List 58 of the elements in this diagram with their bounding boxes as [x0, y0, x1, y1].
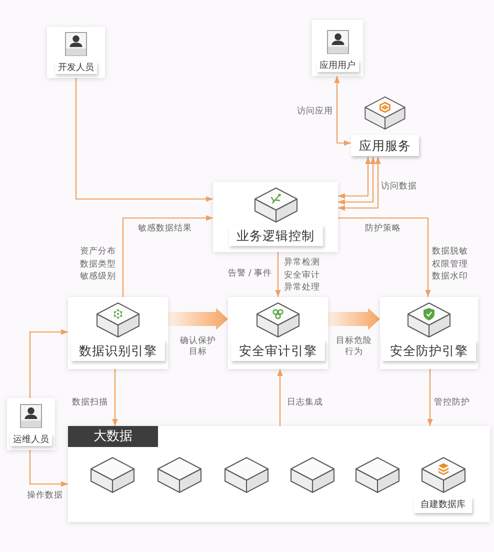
cube-icon: [354, 455, 400, 495]
node-card: [213, 182, 338, 252]
edge-label: 防护策略: [364, 224, 402, 234]
arrow: [427, 369, 433, 426]
cube-icon: [90, 455, 134, 495]
edge-label: 操作数据: [26, 490, 64, 502]
block-arrow: [168, 308, 228, 330]
person-label: 应用用户: [316, 60, 358, 72]
cube-icon: [290, 455, 334, 495]
person-card: [7, 398, 55, 450]
node-card: [380, 297, 478, 369]
edge-label: 目标危险行为: [335, 336, 373, 358]
annotation-text: 数据类型: [79, 260, 117, 270]
block-arrow: [328, 308, 380, 330]
title-label: 数据识别引擎: [71, 340, 165, 361]
person-card: [312, 20, 363, 76]
annotation-text: 敏感级别: [79, 272, 117, 282]
group-panel: [68, 426, 490, 522]
annotation-text: 权限管理: [431, 260, 469, 270]
edge-label: 日志集成: [286, 398, 324, 408]
edge-label: 访问应用: [296, 106, 334, 118]
annotation-text: 异常检测: [283, 258, 321, 268]
arrow: [122, 215, 213, 297]
edge-label: 确认保护目标: [179, 336, 217, 358]
annotation-text: 数据脱敏: [431, 246, 469, 258]
annotation-text: 异常处理: [283, 282, 321, 294]
person-label: 开发人员: [55, 62, 97, 74]
node-card: [68, 297, 168, 369]
edge-label: 数据扫描: [71, 398, 109, 408]
arrow: [338, 217, 431, 297]
db-label: 自建数据库: [414, 497, 472, 513]
person-label: 运维人员: [10, 434, 52, 446]
annotation-text: 数据水印: [431, 272, 469, 282]
arrow: [29, 450, 68, 487]
title-label: 应用服务: [351, 135, 419, 156]
title-label: 业务逻辑控制: [228, 225, 322, 246]
arrow: [277, 369, 283, 426]
person-card: [47, 27, 105, 78]
cube-icon: [224, 455, 268, 495]
annotation-text: 安全审计: [283, 270, 321, 282]
arrow: [338, 157, 376, 205]
edge-label: 敏感数据结果: [137, 224, 193, 234]
edge-label: 告警 / 事件: [226, 268, 274, 280]
panel-header: 大数据: [68, 426, 158, 447]
arrow: [338, 157, 371, 199]
arrow: [112, 369, 118, 426]
arrow: [338, 157, 381, 211]
arrow: [275, 252, 281, 297]
arrow: [334, 76, 351, 146]
title-label: 安全防护引擎: [382, 340, 476, 361]
annotation-text: 资产分布: [79, 246, 117, 258]
title-label: 安全审计引擎: [231, 340, 325, 361]
node-card: [228, 297, 328, 369]
edge-label: 管控防护: [433, 398, 471, 408]
edge-label: 访问数据: [380, 182, 418, 192]
arrow: [75, 78, 213, 202]
arrow: [29, 329, 68, 398]
cube-icon: [156, 455, 202, 495]
